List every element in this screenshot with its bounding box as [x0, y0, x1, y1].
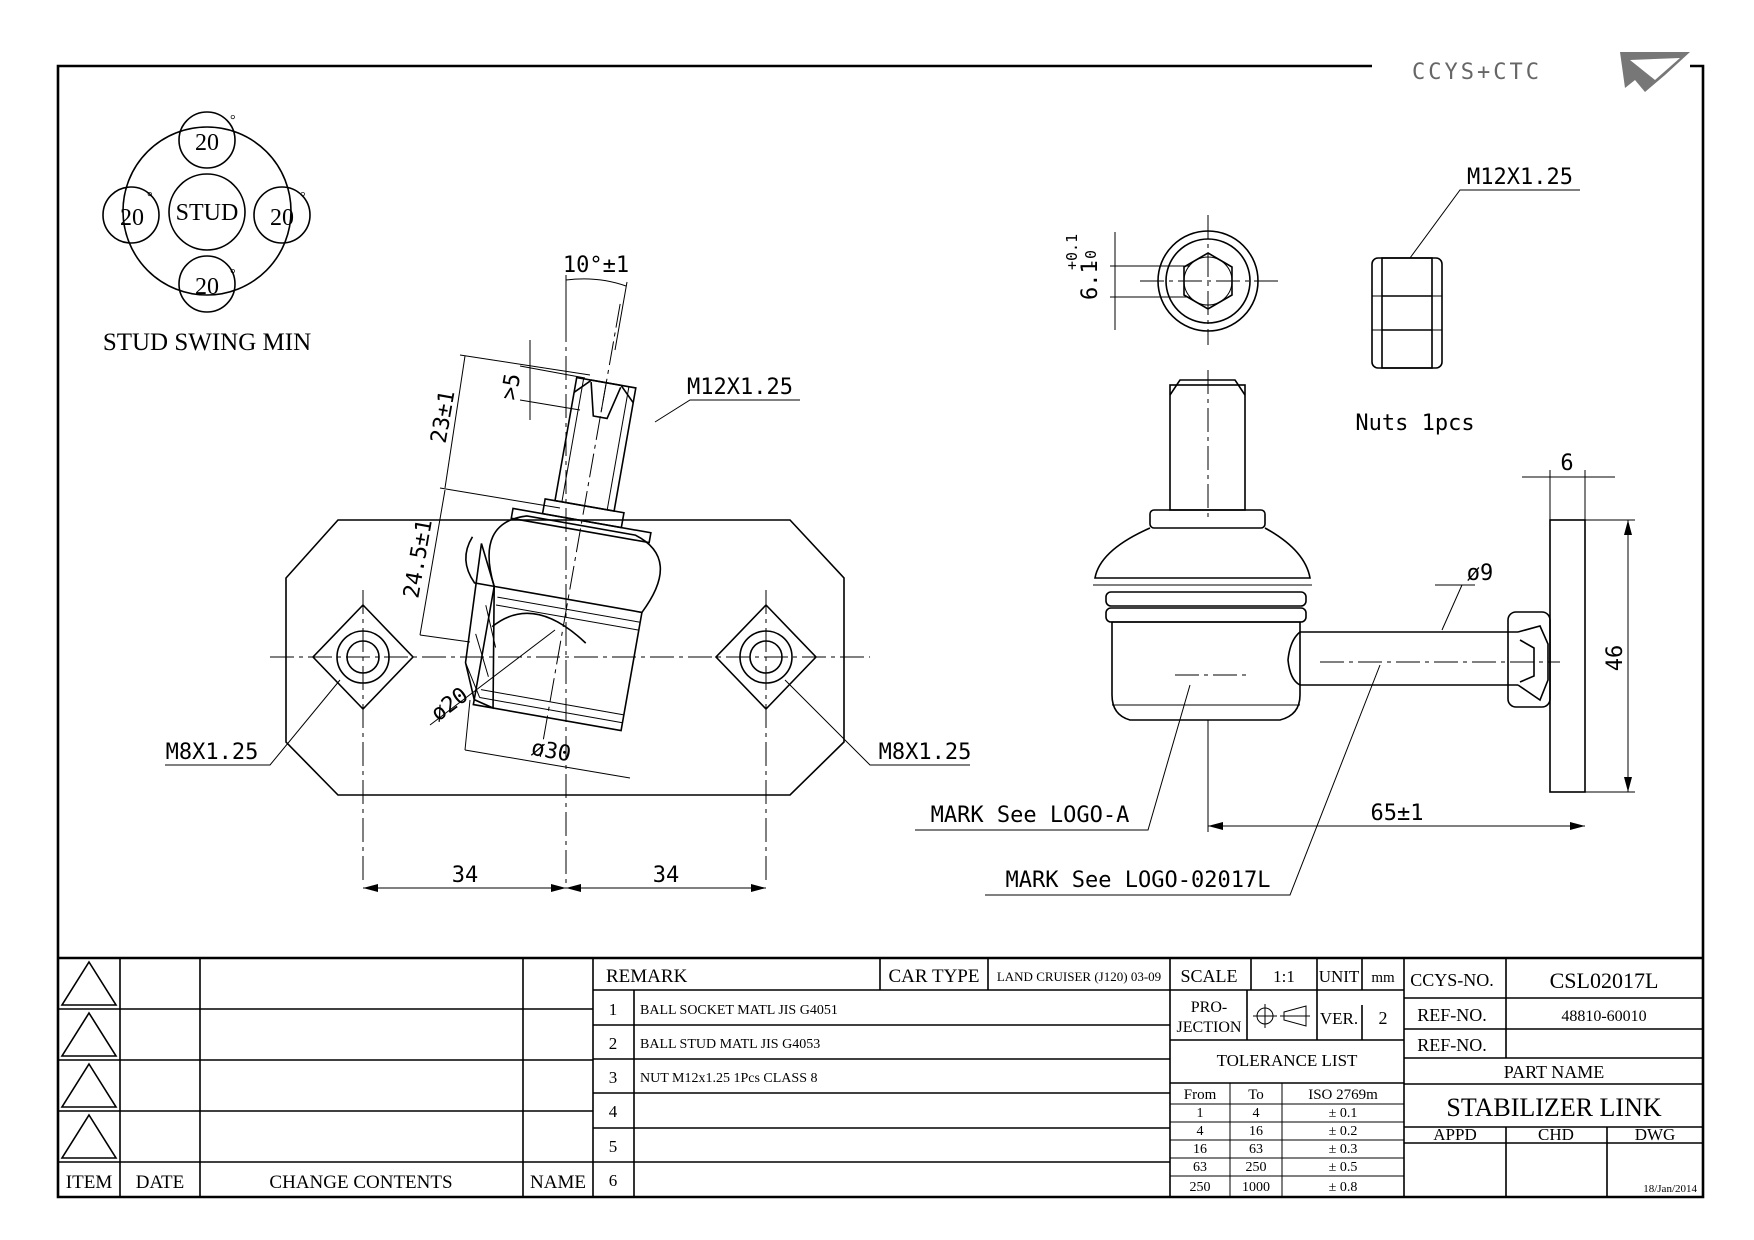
- dim-nut-thread: M12X1.25: [1467, 165, 1573, 190]
- swing-angle-top: 20: [195, 130, 219, 156]
- third-angle-projection-icon: [1253, 1004, 1310, 1028]
- dim-thread-left: M12X1.25: [687, 375, 793, 400]
- dim-hex-a: 6.1: [1078, 260, 1103, 300]
- unit-value: mm: [1371, 970, 1395, 986]
- dim-flange-h: 46: [1603, 645, 1628, 672]
- tol-val-4: ± 0.5: [1329, 1160, 1358, 1175]
- swing-angle-left: 20: [120, 205, 144, 231]
- dim-len-23: 23±1: [427, 389, 461, 446]
- tol-val-3: ± 0.3: [1329, 1142, 1358, 1157]
- swing-angle-bottom: 20: [195, 274, 219, 300]
- swing-title: STUD SWING MIN: [103, 329, 311, 356]
- dim-flange-w: 6: [1560, 451, 1573, 476]
- remark-text-1: BALL SOCKET MATL JIS G4051: [640, 1003, 838, 1018]
- tol-from-3: 16: [1193, 1142, 1207, 1157]
- revision-table: ITEM DATE CHANGE CONTENTS NAME: [58, 958, 594, 1197]
- degree-left: °: [147, 190, 153, 205]
- dim-hex-tol: +0.1: [1063, 234, 1081, 270]
- title-block: ITEM DATE CHANGE CONTENTS NAME REMARK CA…: [58, 956, 1703, 1197]
- dim-hex-tol2: -0: [1082, 250, 1100, 268]
- remark-text-2: BALL STUD MATL JIS G4053: [640, 1037, 820, 1052]
- unit-label: UNIT: [1319, 967, 1360, 986]
- tol-from-4: 63: [1193, 1160, 1207, 1175]
- tol-to-5: 1000: [1242, 1180, 1270, 1195]
- drawing-date: 18/Jan/2014: [1643, 1183, 1697, 1195]
- ver-label: VER.: [1320, 1009, 1358, 1028]
- dim-bolt-left: M8X1.25: [166, 740, 259, 765]
- tol-header-iso: ISO 2769m: [1308, 1087, 1378, 1103]
- mark-logo-b: MARK See LOGO-02017L: [1006, 868, 1271, 893]
- tol-to-2: 16: [1249, 1124, 1263, 1139]
- left-view: 10°±1 >5 23±1 24.5±1 M12X1.25 ø20 ø30 M8…: [165, 253, 971, 892]
- tolerance-title: TOLERANCE LIST: [1217, 1051, 1358, 1070]
- tol-from-1: 1: [1197, 1106, 1204, 1121]
- ref-no2-label: REF-NO.: [1417, 1035, 1487, 1055]
- projection-label-2: JECTION: [1177, 1019, 1242, 1036]
- part-name-value: STABILIZER LINK: [1446, 1093, 1661, 1122]
- ccys-no-label: CCYS-NO.: [1410, 970, 1494, 990]
- part-info-block: CCYS-NO. CSL02017L REF-NO. 48810-60010 R…: [1403, 958, 1703, 1197]
- degree-bottom: °: [230, 267, 236, 282]
- dim-gt5: >5: [497, 372, 526, 402]
- mark-logo-a: MARK See LOGO-A: [931, 803, 1130, 828]
- tol-to-3: 63: [1249, 1142, 1263, 1157]
- tol-from-5: 250: [1190, 1180, 1211, 1195]
- spec-table: SCALE 1:1 UNIT mm PRO- JECTION VER. 2 TO…: [1169, 958, 1404, 1197]
- ver-value: 2: [1379, 1008, 1388, 1028]
- remark-no-5: 5: [609, 1137, 618, 1156]
- dim-dia20: ø20: [427, 683, 474, 727]
- chd-label: CHD: [1538, 1125, 1574, 1144]
- degree-right: °: [300, 190, 306, 205]
- tol-header-to: To: [1248, 1087, 1264, 1103]
- rev-header-date: DATE: [136, 1172, 185, 1193]
- remark-text-3: NUT M12x1.25 1Pcs CLASS 8: [640, 1071, 818, 1086]
- tol-val-1: ± 0.1: [1329, 1106, 1358, 1121]
- remark-table: REMARK CAR TYPE LAND CRUISER (J120) 03-0…: [593, 958, 1170, 1197]
- remark-no-1: 1: [609, 1000, 618, 1019]
- rev-header-change: CHANGE CONTENTS: [269, 1172, 452, 1193]
- ref-no-label: REF-NO.: [1417, 1005, 1487, 1025]
- nut-note: Nuts 1pcs: [1355, 411, 1474, 436]
- car-type-value: LAND CRUISER (J120) 03-09: [997, 969, 1161, 984]
- remark-no-3: 3: [609, 1068, 618, 1087]
- car-type-label: CAR TYPE: [889, 966, 980, 987]
- brand-logo-text: CCYS+CTC: [1412, 60, 1542, 85]
- tol-to-1: 4: [1253, 1106, 1260, 1121]
- swing-angle-right: 20: [270, 205, 294, 231]
- appd-label: APPD: [1433, 1125, 1476, 1144]
- dim-span-right: 34: [653, 863, 680, 888]
- ref-no-value: 48810-60010: [1561, 1008, 1646, 1025]
- rev-header-item: ITEM: [66, 1172, 113, 1193]
- remark-no-4: 4: [609, 1102, 618, 1121]
- tol-to-4: 250: [1246, 1160, 1267, 1175]
- dim-span-left: 34: [452, 863, 479, 888]
- scale-label: SCALE: [1180, 966, 1237, 986]
- tol-from-2: 4: [1197, 1124, 1204, 1139]
- remark-no-2: 2: [609, 1034, 618, 1053]
- ccys-no-value: CSL02017L: [1550, 968, 1659, 993]
- swing-center-label: STUD: [176, 200, 239, 226]
- projection-label-1: PRO-: [1191, 999, 1227, 1016]
- sheet-border: [56, 64, 1705, 1199]
- rev-header-name: NAME: [530, 1172, 586, 1193]
- dwg-label: DWG: [1635, 1125, 1676, 1144]
- brand-logo: CCYS+CTC: [1412, 52, 1690, 92]
- dim-stud-angle: 10°±1: [563, 253, 629, 278]
- tol-val-2: ± 0.2: [1329, 1124, 1358, 1139]
- degree-top: °: [230, 113, 236, 128]
- right-side-view: 6 46 ø9 65±1 MARK See LOGO-A MARK See LO…: [915, 370, 1635, 896]
- dim-bolt-right: M8X1.25: [879, 740, 972, 765]
- dim-rod-dia: ø9: [1467, 561, 1494, 586]
- remark-no-6: 6: [609, 1171, 618, 1190]
- tol-header-from: From: [1184, 1087, 1217, 1103]
- part-name-label: PART NAME: [1504, 1062, 1604, 1082]
- dim-rod-len: 65±1: [1371, 801, 1424, 826]
- dim-len-24-5: 24.5±1: [399, 518, 437, 601]
- scale-value: 1:1: [1273, 967, 1295, 986]
- top-right-views: 6.1 +0.1 -0 M12X1.25 Nuts 1pcs: [1063, 165, 1580, 436]
- tol-val-5: ± 0.8: [1329, 1180, 1358, 1195]
- remark-label: REMARK: [606, 966, 688, 987]
- stud-swing-diagram: 20 ° 20 ° 20 ° 20 ° STUD STUD SWING MIN: [102, 111, 311, 356]
